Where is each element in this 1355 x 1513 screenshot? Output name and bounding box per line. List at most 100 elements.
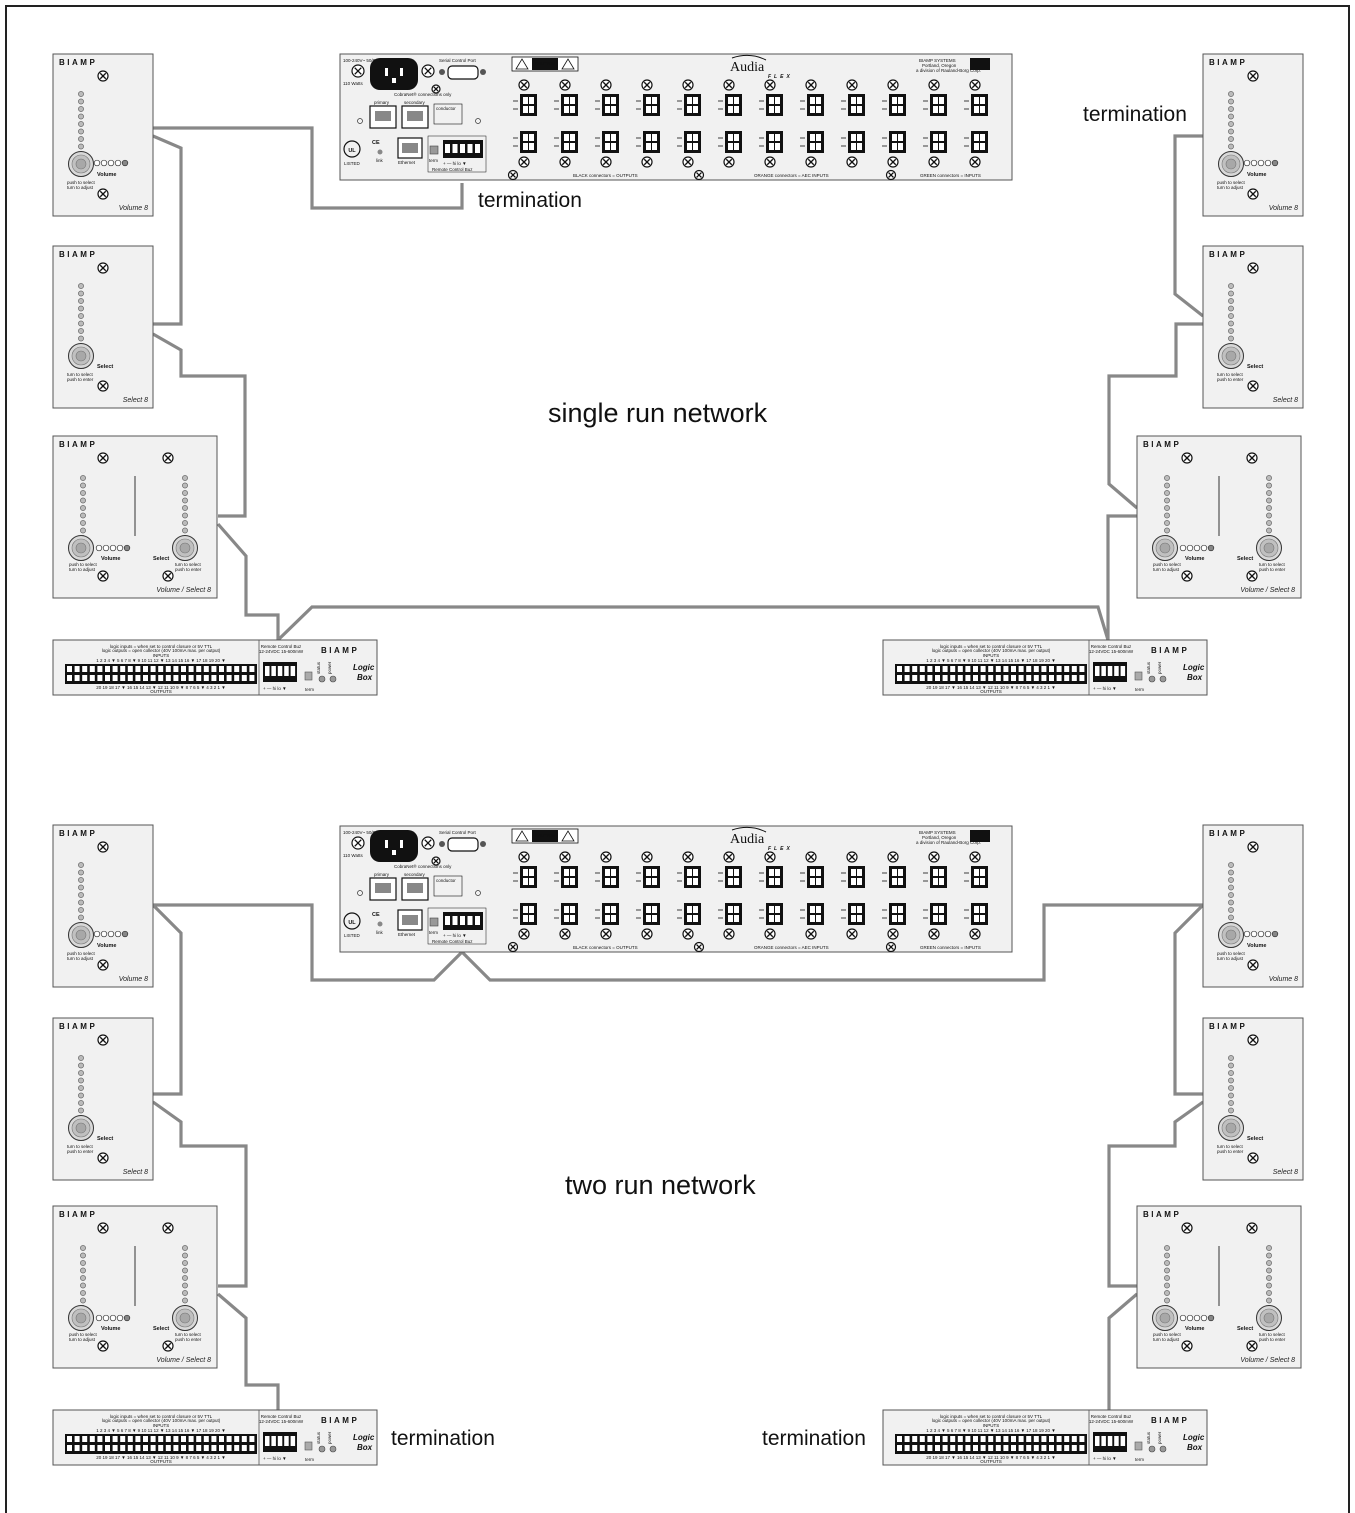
screw-icon bbox=[421, 836, 435, 850]
knob-icon[interactable] bbox=[1218, 1115, 1244, 1141]
serial-port-connector[interactable] bbox=[447, 65, 479, 80]
knob-icon[interactable] bbox=[1256, 535, 1282, 561]
audio-connector[interactable] bbox=[636, 903, 660, 925]
audio-connector[interactable] bbox=[595, 94, 619, 116]
audio-connector[interactable] bbox=[964, 866, 988, 888]
term-switch[interactable] bbox=[1134, 1441, 1143, 1451]
remote-control-bus-connector[interactable] bbox=[443, 912, 483, 930]
audio-connector[interactable] bbox=[554, 131, 578, 153]
audio-connector[interactable] bbox=[554, 94, 578, 116]
audio-connector[interactable] bbox=[800, 866, 824, 888]
audio-connector[interactable] bbox=[677, 94, 701, 116]
audio-connector[interactable] bbox=[882, 866, 906, 888]
audio-connector[interactable] bbox=[718, 903, 742, 925]
screw-icon bbox=[723, 156, 735, 168]
audio-connector[interactable] bbox=[759, 866, 783, 888]
audio-connector[interactable] bbox=[554, 903, 578, 925]
knob-icon[interactable] bbox=[1218, 151, 1244, 177]
knob-icon[interactable] bbox=[1218, 922, 1244, 948]
audio-connector[interactable] bbox=[923, 94, 947, 116]
audio-connector[interactable] bbox=[923, 131, 947, 153]
secondary-label: secondary bbox=[404, 100, 426, 105]
knob-icon[interactable] bbox=[1152, 535, 1178, 561]
knob-icon[interactable] bbox=[172, 535, 198, 561]
knob-icon[interactable] bbox=[68, 922, 94, 948]
audio-connector[interactable] bbox=[636, 94, 660, 116]
term-switch[interactable] bbox=[304, 1441, 313, 1451]
audio-connector[interactable] bbox=[882, 131, 906, 153]
audio-connector[interactable] bbox=[964, 131, 988, 153]
audio-connector-grid bbox=[513, 851, 988, 940]
audio-connector[interactable] bbox=[759, 903, 783, 925]
screw-icon bbox=[887, 851, 899, 863]
audio-connector[interactable] bbox=[595, 131, 619, 153]
audio-connector[interactable] bbox=[882, 903, 906, 925]
term-switch[interactable] bbox=[429, 917, 439, 927]
audio-connector[interactable] bbox=[636, 866, 660, 888]
audio-connector[interactable] bbox=[718, 94, 742, 116]
term-label: term bbox=[305, 687, 314, 692]
term-switch[interactable] bbox=[429, 145, 439, 155]
knob-icon[interactable] bbox=[68, 1305, 94, 1331]
knob-icon[interactable] bbox=[68, 343, 94, 369]
audio-connector[interactable] bbox=[964, 903, 988, 925]
audio-connector[interactable] bbox=[595, 903, 619, 925]
audio-connector[interactable] bbox=[964, 94, 988, 116]
audio-connector[interactable] bbox=[677, 866, 701, 888]
remote-control-bus-connector[interactable] bbox=[263, 662, 297, 682]
audio-connector[interactable] bbox=[513, 94, 537, 116]
audio-connector[interactable] bbox=[923, 903, 947, 925]
audio-connector[interactable] bbox=[841, 866, 865, 888]
logic-terminal-strip[interactable] bbox=[895, 664, 1087, 684]
audio-connector[interactable] bbox=[718, 866, 742, 888]
knob-icon[interactable] bbox=[172, 1305, 198, 1331]
logic-name-1: Logic bbox=[1183, 1433, 1205, 1442]
power-inlet-icon[interactable] bbox=[370, 58, 418, 90]
audio-connector[interactable] bbox=[595, 866, 619, 888]
audio-connector[interactable] bbox=[759, 94, 783, 116]
audio-connector[interactable] bbox=[677, 131, 701, 153]
audio-connector[interactable] bbox=[800, 131, 824, 153]
knob-icon[interactable] bbox=[1256, 1305, 1282, 1331]
knob-icon[interactable] bbox=[1152, 1305, 1178, 1331]
audio-connector[interactable] bbox=[841, 903, 865, 925]
audio-connector[interactable] bbox=[554, 866, 578, 888]
audio-connector[interactable] bbox=[513, 866, 537, 888]
knob-icon[interactable] bbox=[68, 1115, 94, 1141]
audio-connector[interactable] bbox=[800, 94, 824, 116]
audio-connector[interactable] bbox=[677, 903, 701, 925]
screw-icon bbox=[764, 156, 776, 168]
logic-header-1: logic inputs = when set to control closu… bbox=[110, 644, 213, 649]
wire-left-volume-to-select bbox=[151, 903, 183, 1096]
knob-icon[interactable] bbox=[1218, 343, 1244, 369]
audio-connector[interactable] bbox=[841, 131, 865, 153]
remote-control-bus-connector[interactable] bbox=[263, 1432, 297, 1452]
rcb-pins: + — hi lo ▼ bbox=[263, 1456, 287, 1461]
serial-port-connector[interactable] bbox=[447, 837, 479, 852]
remote-control-bus-connector[interactable] bbox=[1093, 662, 1127, 682]
power-inlet-icon[interactable] bbox=[370, 830, 418, 862]
logic-terminal-strip[interactable] bbox=[65, 1434, 257, 1454]
audio-connector[interactable] bbox=[882, 94, 906, 116]
term-switch[interactable] bbox=[304, 671, 313, 681]
audio-connector[interactable] bbox=[513, 131, 537, 153]
knob-icon[interactable] bbox=[68, 535, 94, 561]
led-row bbox=[1179, 1314, 1215, 1322]
audio-connector[interactable] bbox=[513, 903, 537, 925]
audio-connector[interactable] bbox=[718, 131, 742, 153]
wire-af-to-left-run bbox=[153, 903, 464, 982]
audio-connector[interactable] bbox=[800, 903, 824, 925]
audio-connector[interactable] bbox=[841, 94, 865, 116]
logic-terminal-strip[interactable] bbox=[65, 664, 257, 684]
screw-icon bbox=[162, 1222, 174, 1234]
remote-control-bus-connector[interactable] bbox=[1093, 1432, 1127, 1452]
audio-connector[interactable] bbox=[636, 131, 660, 153]
knob-icon[interactable] bbox=[68, 151, 94, 177]
status-led bbox=[1148, 1445, 1156, 1453]
remote-control-bus-connector[interactable] bbox=[443, 140, 483, 158]
model-label: Select 8 bbox=[123, 397, 148, 404]
audio-connector[interactable] bbox=[923, 866, 947, 888]
term-switch[interactable] bbox=[1134, 671, 1143, 681]
logic-terminal-strip[interactable] bbox=[895, 1434, 1087, 1454]
audio-connector[interactable] bbox=[759, 131, 783, 153]
